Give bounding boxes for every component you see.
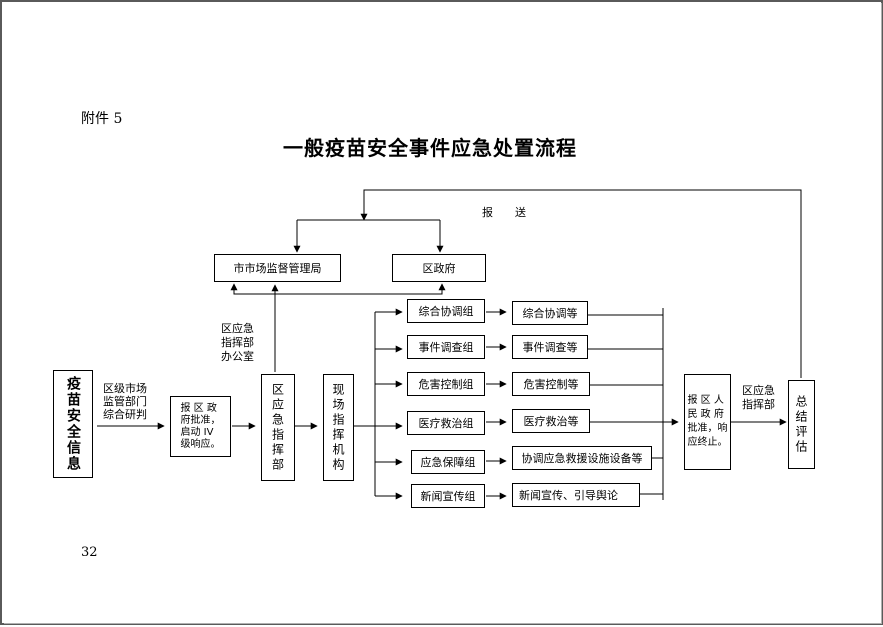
page-title: 一般疫苗安全事件应急处置流程 bbox=[283, 136, 577, 160]
node-onsite-command: 现场指挥机构 bbox=[323, 374, 354, 481]
node-summary-evaluation: 总结评估 bbox=[788, 380, 815, 469]
group-emergency-support: 应急保障组 bbox=[411, 450, 485, 474]
group-coordination: 综合协调组 bbox=[407, 299, 485, 323]
task-publicity-guidance: 新闻宣传、引导舆论 bbox=[512, 483, 640, 507]
task-emergency-equipment: 协调应急救援设施设备等 bbox=[512, 446, 652, 470]
group-medical-treatment: 医疗救治组 bbox=[407, 411, 485, 435]
attachment-label: 附件 5 bbox=[81, 111, 123, 127]
report-label: 报 送 bbox=[482, 206, 526, 219]
group-hazard-control: 危害控制组 bbox=[407, 372, 485, 396]
command-hq-label: 区应急 指挥部 bbox=[742, 384, 775, 411]
task-medical-treatment: 医疗救治等 bbox=[512, 409, 590, 433]
command-office-label: 区应急 指挥部 办公室 bbox=[221, 322, 254, 363]
node-city-market-bureau: 市市场监督管理局 bbox=[214, 254, 341, 282]
task-hazard-control: 危害控制等 bbox=[512, 372, 590, 396]
task-coordination: 综合协调等 bbox=[512, 301, 588, 325]
page-number: 32 bbox=[81, 545, 98, 560]
task-investigation: 事件调查等 bbox=[512, 335, 588, 359]
node-report-approve: 报 区 政 府批准， 启动 IV 级响应。 bbox=[170, 396, 231, 457]
node-district-government: 区政府 bbox=[392, 254, 486, 282]
group-investigation: 事件调查组 bbox=[407, 335, 485, 359]
group-publicity: 新闻宣传组 bbox=[411, 484, 485, 508]
node-end-approve: 报 区 人 民 政 府 批准，响 应终止。 bbox=[684, 374, 731, 470]
district-research-label: 区级市场 监管部门 综合研判 bbox=[103, 382, 147, 421]
node-vaccine-safety-info: 疫苗安全信息 bbox=[53, 370, 93, 478]
node-district-command: 区应急指挥部 bbox=[261, 374, 295, 481]
